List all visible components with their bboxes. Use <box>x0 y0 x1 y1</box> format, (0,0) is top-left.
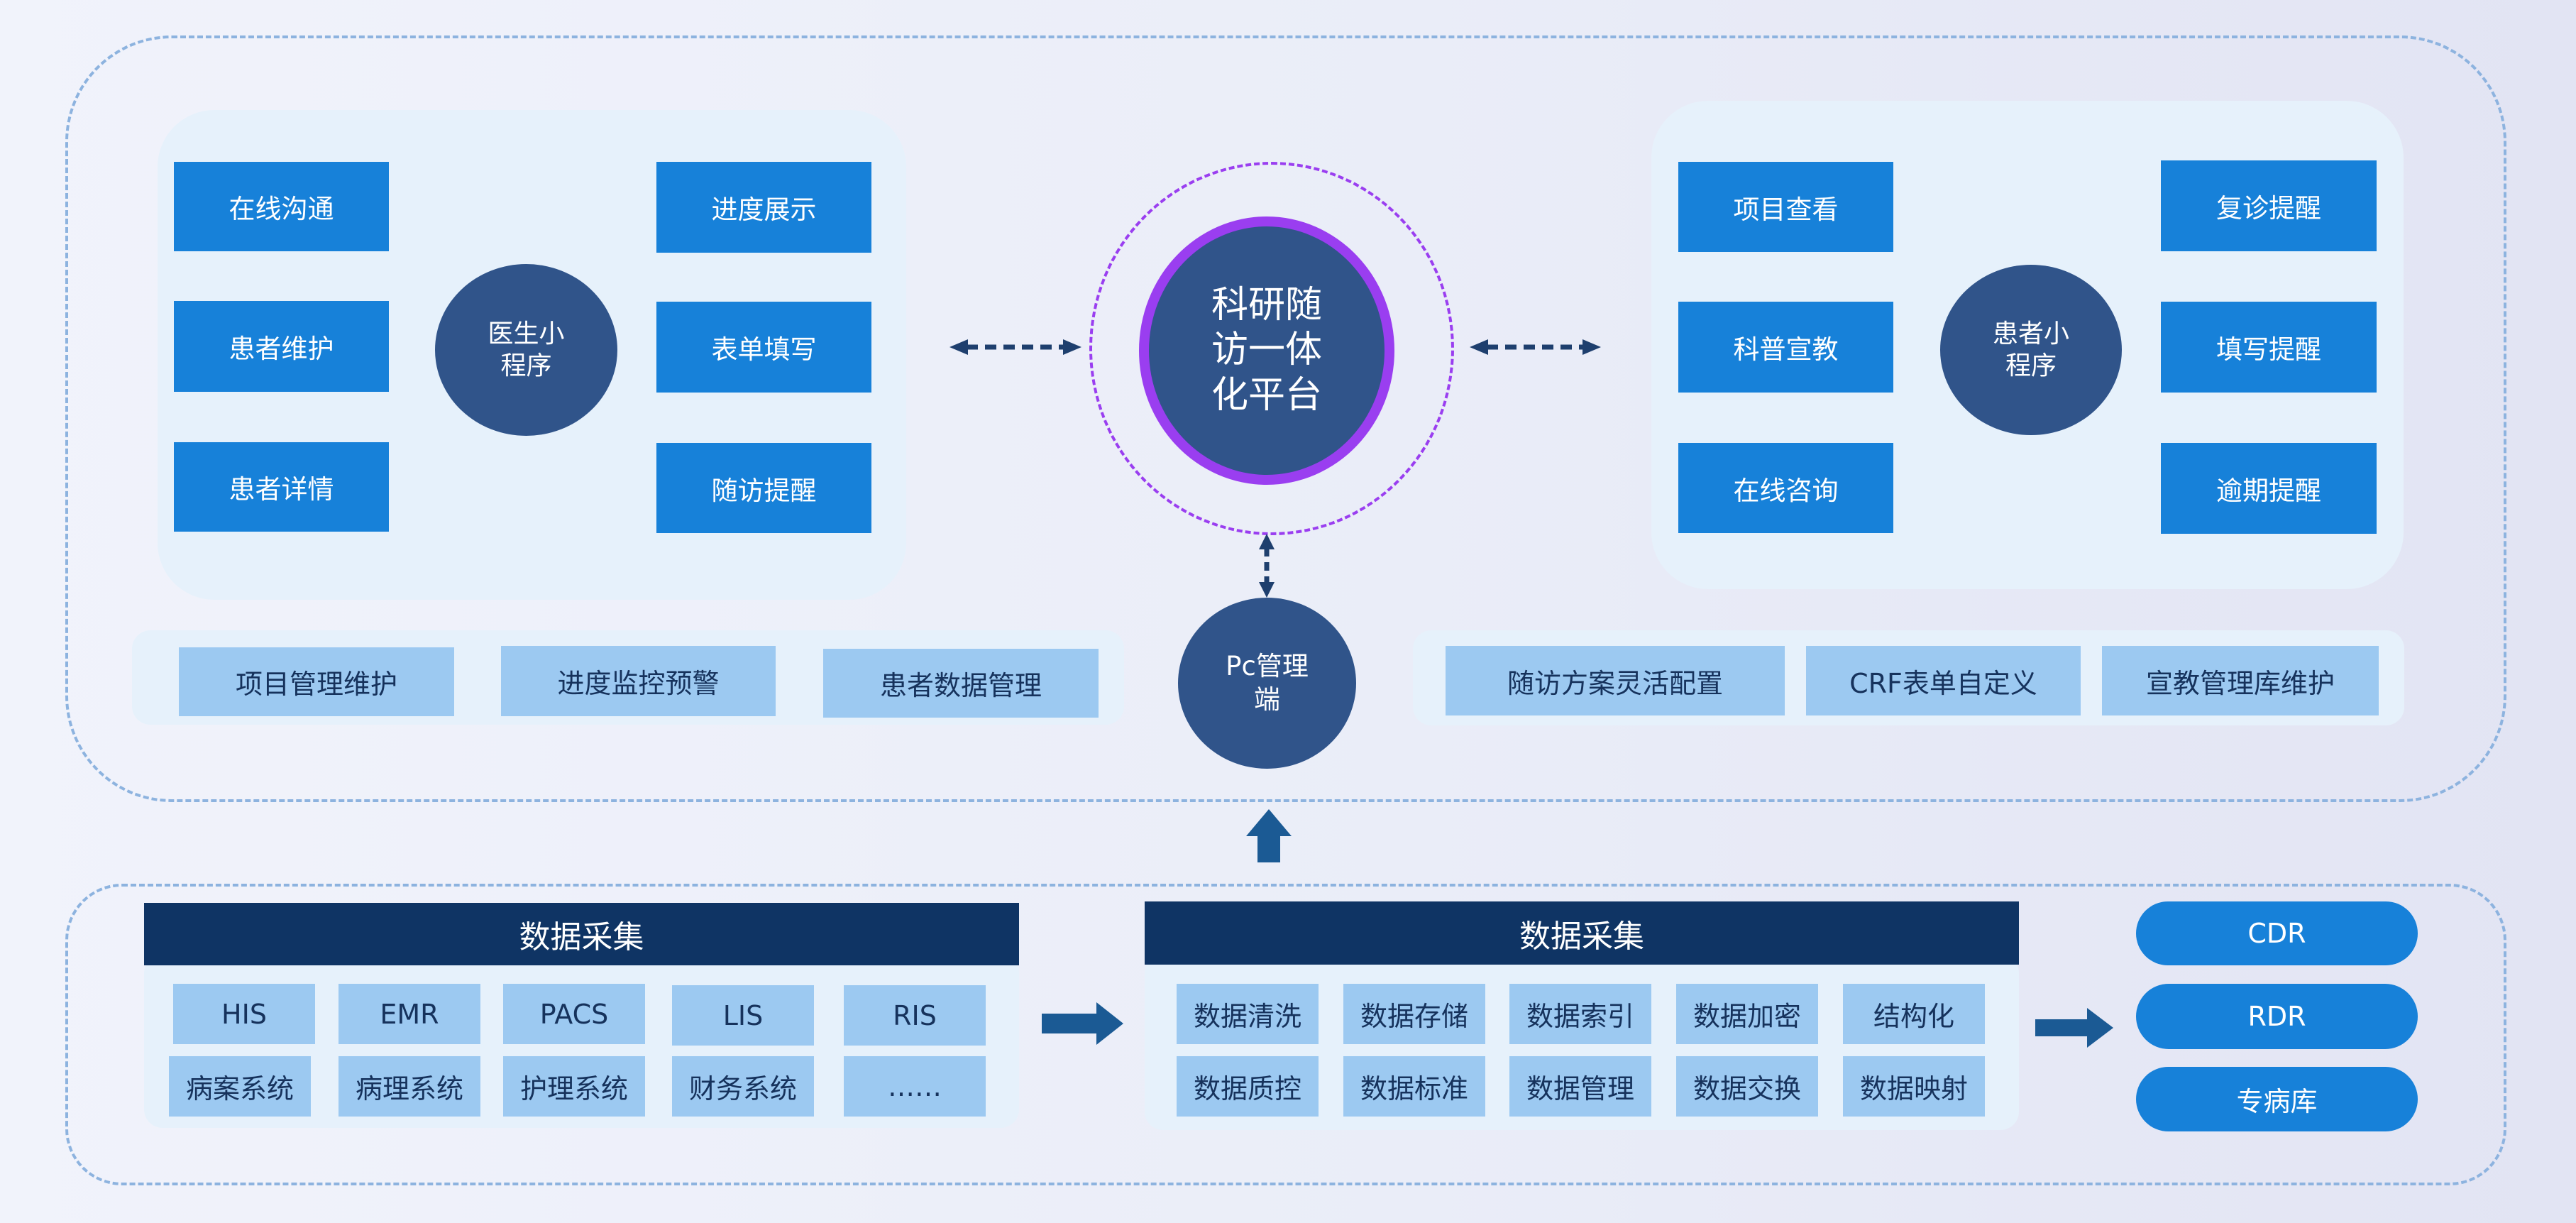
doctor-app-label-2: 程序 <box>500 351 552 380</box>
pc-admin-node: Pc管理端 <box>1178 598 1356 769</box>
patient-item-overdue-reminder[interactable]: 逾期提醒 <box>2161 443 2377 534</box>
feature-education-library[interactable]: 宣教管理库维护 <box>2102 646 2379 715</box>
platform-pc-arrow <box>1259 534 1275 598</box>
process-mapping[interactable]: 数据映射 <box>1843 1056 1985 1117</box>
feature-crf-form[interactable]: CRF表单自定义 <box>1806 646 2081 715</box>
feature-project-manage[interactable]: 项目管理维护 <box>179 647 454 716</box>
collection-to-processing-arrow <box>1042 1002 1123 1045</box>
process-standard[interactable]: 数据标准 <box>1343 1056 1485 1117</box>
platform-label-1: 科研随 <box>1211 283 1322 327</box>
patient-item-fill-reminder[interactable]: 填写提醒 <box>2161 302 2377 393</box>
process-exchange[interactable]: 数据交换 <box>1676 1056 1818 1117</box>
source-pathology[interactable]: 病理系统 <box>338 1056 480 1117</box>
process-storage[interactable]: 数据存储 <box>1343 984 1485 1044</box>
source-ris[interactable]: RIS <box>844 985 986 1046</box>
pc-admin-label-1: Pc管理 <box>1226 651 1309 682</box>
data-layer-frame <box>65 884 2506 1185</box>
doctor-item-online-chat[interactable]: 在线沟通 <box>174 162 389 251</box>
patient-item-consult[interactable]: 在线咨询 <box>1678 443 1893 533</box>
output-rdr[interactable]: RDR <box>2136 984 2418 1049</box>
data-collection-header: 数据采集 <box>144 903 1019 965</box>
process-cleaning[interactable]: 数据清洗 <box>1177 984 1319 1044</box>
doctor-app-node: 医生小程序 <box>435 264 617 436</box>
process-quality[interactable]: 数据质控 <box>1177 1056 1319 1117</box>
source-lis[interactable]: LIS <box>672 985 814 1046</box>
feature-followup-config[interactable]: 随访方案灵活配置 <box>1446 646 1785 715</box>
data-up-arrow <box>1246 809 1292 862</box>
platform-patient-arrow <box>1470 339 1601 355</box>
feature-patient-data[interactable]: 患者数据管理 <box>823 649 1099 718</box>
source-his[interactable]: HIS <box>173 984 315 1044</box>
doctor-item-form-fill[interactable]: 表单填写 <box>656 302 871 393</box>
source-finance[interactable]: 财务系统 <box>672 1056 814 1117</box>
doctor-item-patient-detail[interactable]: 患者详情 <box>174 442 389 532</box>
platform-dashed-ring <box>1089 162 1454 535</box>
platform-frame <box>65 35 2506 802</box>
patient-item-project-view[interactable]: 项目查看 <box>1678 162 1893 252</box>
process-index[interactable]: 数据索引 <box>1509 984 1651 1044</box>
output-cdr[interactable]: CDR <box>2136 901 2418 965</box>
source-emr[interactable]: EMR <box>338 984 480 1044</box>
process-encryption[interactable]: 数据加密 <box>1676 984 1818 1044</box>
doctor-item-progress[interactable]: 进度展示 <box>656 162 871 253</box>
feature-progress-monitor[interactable]: 进度监控预警 <box>501 646 776 716</box>
processing-to-output-arrow <box>2035 1008 2113 1048</box>
doctor-platform-arrow <box>950 339 1081 355</box>
patient-app-node: 患者小程序 <box>1940 265 2122 435</box>
platform-label-3: 化平台 <box>1211 373 1322 417</box>
source-medical-records[interactable]: 病案系统 <box>169 1056 311 1117</box>
source-nursing[interactable]: 护理系统 <box>503 1056 645 1117</box>
output-disease-db[interactable]: 专病库 <box>2136 1067 2418 1131</box>
patient-app-label-1: 患者小 <box>1992 319 2069 349</box>
doctor-item-followup-reminder[interactable]: 随访提醒 <box>656 443 871 533</box>
data-processing-header: 数据采集 <box>1145 901 2019 965</box>
source-more[interactable]: …… <box>844 1056 986 1117</box>
process-structuring[interactable]: 结构化 <box>1843 984 1985 1044</box>
platform-label-2: 访一体 <box>1211 329 1322 372</box>
doctor-app-label-1: 医生小 <box>488 319 565 349</box>
source-pacs[interactable]: PACS <box>503 984 645 1044</box>
doctor-item-patient-maintain[interactable]: 患者维护 <box>174 301 389 392</box>
patient-app-label-2: 程序 <box>2005 351 2057 380</box>
patient-item-education[interactable]: 科普宣教 <box>1678 302 1893 393</box>
process-management[interactable]: 数据管理 <box>1509 1056 1651 1117</box>
pc-admin-label-2: 端 <box>1254 684 1280 715</box>
patient-item-revisit-reminder[interactable]: 复诊提醒 <box>2161 160 2377 251</box>
